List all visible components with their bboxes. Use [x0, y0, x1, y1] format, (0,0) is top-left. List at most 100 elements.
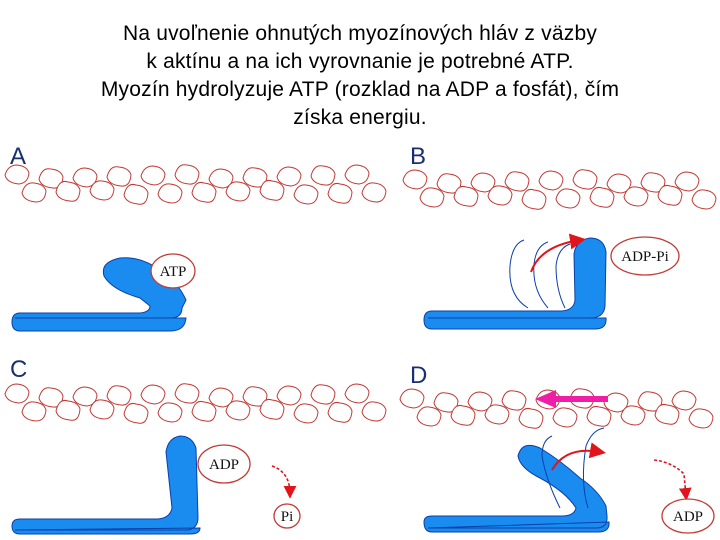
- actin-subunit: [293, 184, 319, 205]
- panel-c: ADP Pi: [4, 383, 387, 535]
- actin-subunit: [555, 188, 581, 209]
- actin-subunit: [89, 399, 115, 420]
- power-stroke-arrow-d: [551, 442, 606, 471]
- atp-molecule-a: ATP: [150, 253, 196, 289]
- actin-subunit: [208, 168, 234, 189]
- actin-subunit: [487, 185, 513, 206]
- actin-subunit: [361, 401, 387, 422]
- diagram-title: Na uvoľnenie ohnutých myozínových hláv z…: [0, 20, 720, 132]
- actin-subunit: [402, 169, 428, 190]
- actin-subunit: [419, 187, 445, 208]
- actin-subunit: [123, 184, 149, 205]
- panel-label-b: B: [410, 143, 427, 170]
- actin-subunit: [293, 403, 319, 424]
- actin-subunit: [606, 173, 632, 194]
- panel-b: ADP-Pi: [402, 169, 717, 330]
- pi-label-c: Pi: [281, 509, 294, 525]
- actin-subunit: [640, 172, 666, 193]
- actin-filament-c: [4, 383, 387, 424]
- actin-subunit: [552, 407, 578, 428]
- actin-filament-b: [402, 169, 717, 210]
- actin-subunit: [589, 187, 615, 208]
- actin-subunit: [174, 164, 200, 185]
- actin-filament-d: [399, 388, 714, 429]
- actin-subunit: [259, 399, 285, 420]
- actin-subunit: [586, 406, 612, 427]
- actin-subunit: [623, 186, 649, 207]
- title-line-1: Na uvoľnenie ohnutých myozínových hláv z…: [122, 22, 598, 45]
- actin-subunit: [538, 170, 564, 191]
- actin-subunit: [276, 166, 302, 187]
- adp-label-c: ADP: [209, 457, 239, 473]
- actin-subunit: [416, 406, 442, 427]
- panel-d: ADP: [399, 388, 715, 534]
- atp-label: ATP: [160, 264, 187, 280]
- actin-subunit: [344, 383, 370, 404]
- panel-a: ATP: [4, 164, 387, 332]
- actin-subunit: [327, 183, 353, 204]
- actin-subunit: [225, 400, 251, 421]
- actin-subunit: [433, 392, 459, 413]
- title-line-2: k aktínu a na ich vyrovnanie je potrebné…: [146, 50, 574, 73]
- myosin-head-d: [423, 427, 610, 533]
- actin-subunit: [467, 391, 493, 412]
- actin-subunit: [72, 167, 98, 188]
- actin-subunit: [691, 189, 717, 210]
- actin-subunit: [21, 182, 47, 203]
- actin-subunit: [657, 185, 683, 206]
- actin-subunit: [436, 173, 462, 194]
- actin-subunit: [191, 182, 217, 203]
- actin-subunit: [140, 165, 166, 186]
- actin-subunit: [38, 168, 64, 189]
- panel-label-a: A: [10, 143, 27, 170]
- actin-subunit: [157, 183, 183, 204]
- title-line-4: získa energiu.: [293, 106, 427, 129]
- actin-subunit: [637, 391, 663, 412]
- actin-subunit: [276, 385, 302, 406]
- actin-subunit: [310, 384, 336, 405]
- actin-subunit: [174, 383, 200, 404]
- actin-subunit: [259, 180, 285, 201]
- panel-label-d: D: [410, 362, 428, 389]
- rotation-arrow-b: [530, 233, 586, 273]
- adp-pi-molecule-b: ADP-Pi: [610, 236, 680, 276]
- actin-subunit: [484, 404, 510, 425]
- actin-filament-a: [4, 164, 387, 205]
- adp-molecule-d: ADP: [661, 498, 715, 534]
- actin-subunit: [361, 182, 387, 203]
- actin-subunit: [4, 164, 30, 185]
- actin-subunit: [450, 405, 476, 426]
- actin-subunit: [674, 171, 700, 192]
- actin-subunit: [521, 189, 547, 210]
- release-arrow-d: [653, 459, 692, 501]
- pi-molecule-c: Pi: [273, 503, 301, 529]
- actin-subunit: [504, 171, 530, 192]
- actin-subunit: [55, 181, 81, 202]
- actin-subunit: [4, 383, 30, 404]
- actin-subunit: [620, 405, 646, 426]
- actin-subunit: [399, 388, 425, 409]
- actin-subunit: [470, 172, 496, 193]
- panel-label-c: C: [10, 356, 28, 383]
- actin-subunit: [225, 181, 251, 202]
- adp-molecule-c: ADP: [197, 444, 251, 484]
- myosin-head-c: [11, 435, 201, 535]
- actin-subunit: [603, 392, 629, 413]
- release-arrow-c: [271, 465, 297, 499]
- myosin-head-b: [423, 237, 607, 330]
- actin-subunit: [688, 408, 714, 429]
- actin-subunit: [157, 402, 183, 423]
- actin-subunit: [654, 404, 680, 425]
- actin-subunit: [344, 164, 370, 185]
- actin-subunit: [55, 400, 81, 421]
- actin-subunit: [671, 390, 697, 411]
- actin-subunit: [501, 390, 527, 411]
- actin-subunit: [123, 403, 149, 424]
- actin-subunit: [572, 169, 598, 190]
- title-line-3: Myozín hydrolyzuje ATP (rozklad na ADP a…: [100, 78, 620, 101]
- actin-subunit: [191, 401, 217, 422]
- actin-subunit: [242, 386, 268, 407]
- actin-subunit: [518, 408, 544, 429]
- actin-subunit: [106, 385, 132, 406]
